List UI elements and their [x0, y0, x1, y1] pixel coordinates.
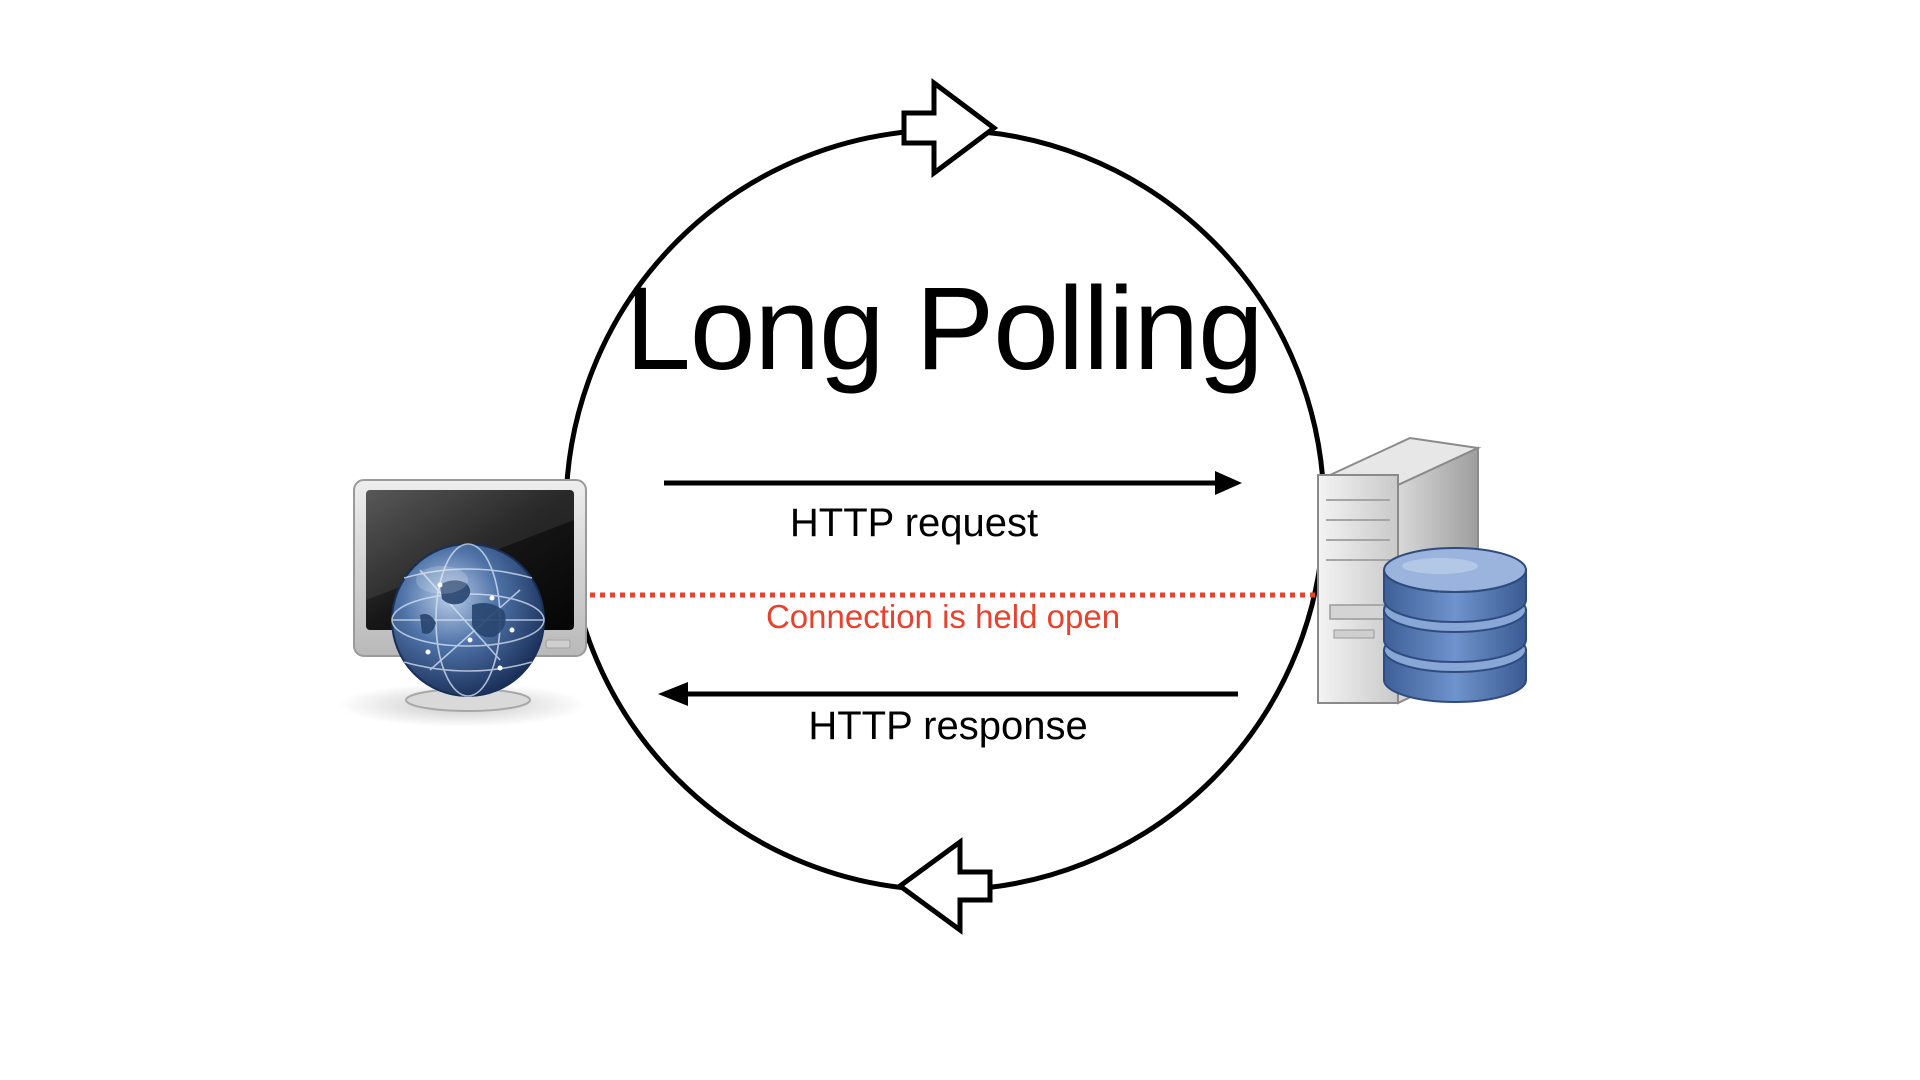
http-response-label: HTTP response [808, 704, 1088, 748]
http-request-label: HTTP request [789, 501, 1039, 545]
cycle-arrow-left-icon [895, 837, 993, 935]
diagram-title: Long Polling [625, 263, 1264, 395]
response-arrow [658, 682, 1238, 706]
cycle-arrow-right-icon [901, 78, 999, 178]
server-database-icon [1317, 436, 1527, 705]
request-arrow [664, 471, 1242, 495]
computer-globe-icon [337, 479, 587, 727]
connection-open-label: Connection is held open [765, 598, 1121, 635]
